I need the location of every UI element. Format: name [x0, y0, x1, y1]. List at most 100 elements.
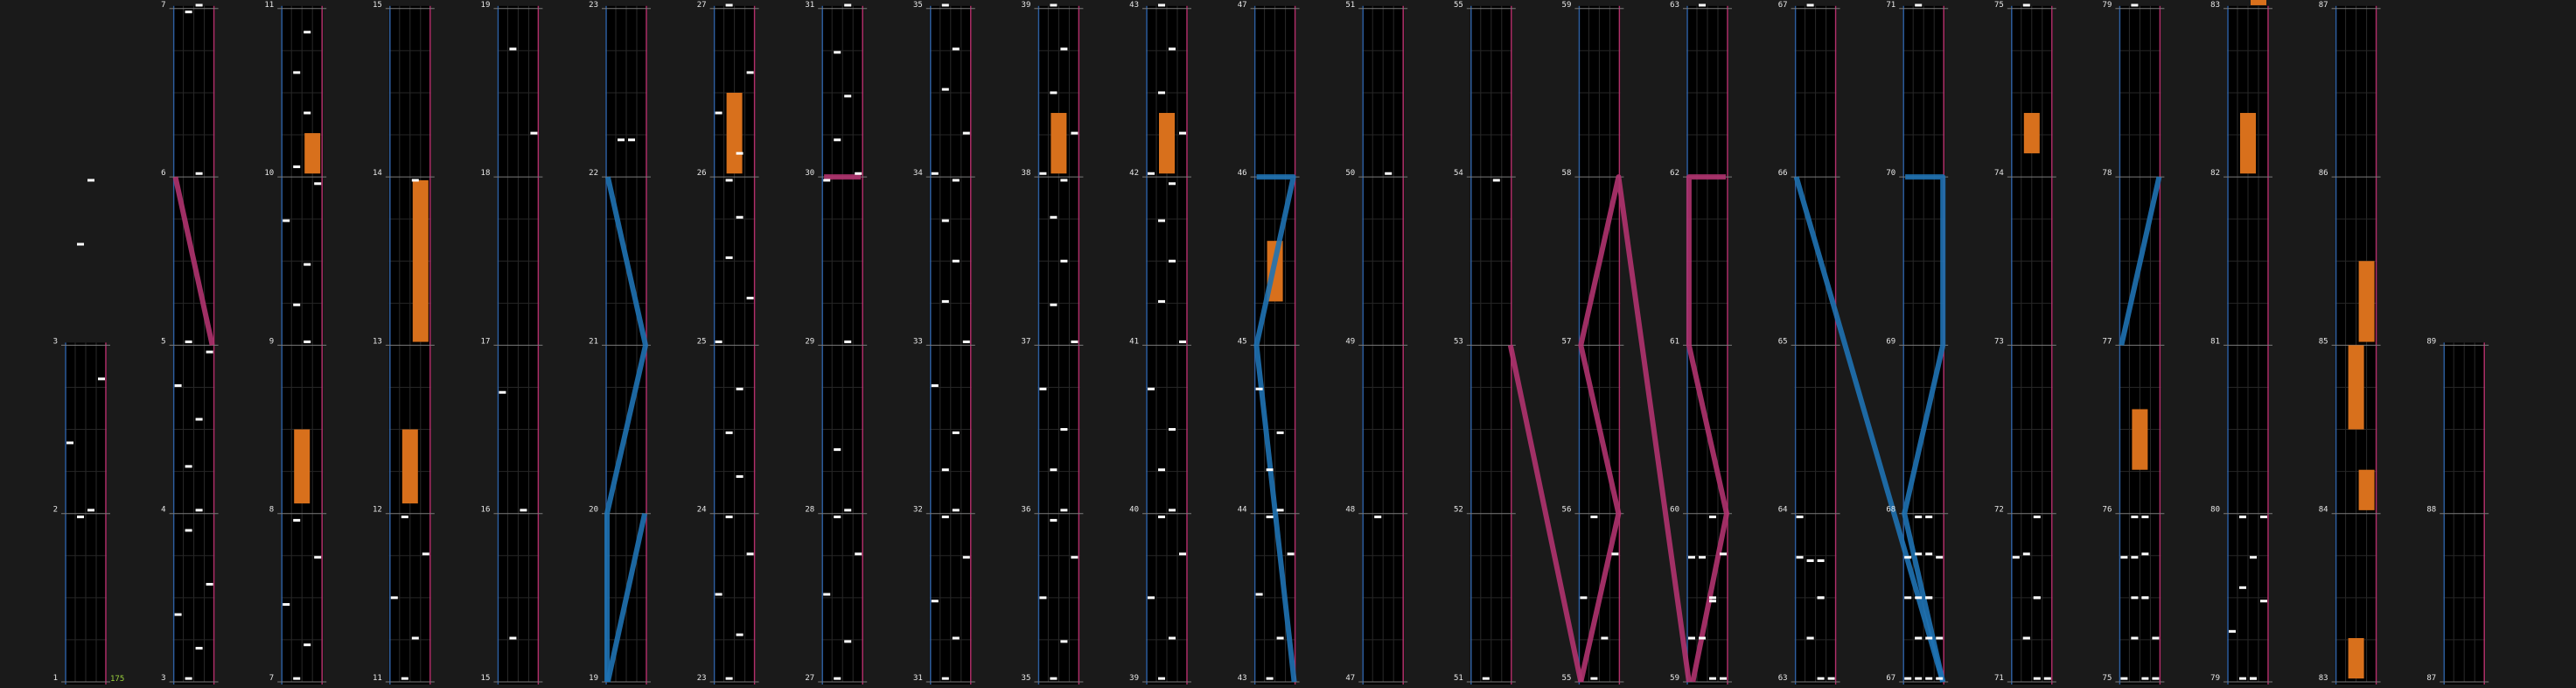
chip-note: [1148, 596, 1155, 600]
measure-number: 86: [2319, 169, 2328, 178]
chip-note: [746, 71, 754, 74]
chip-note: [195, 647, 203, 650]
measure-number: 31: [913, 674, 923, 683]
measure-number: 29: [805, 337, 814, 346]
measure-number: 81: [2210, 337, 2220, 346]
chip-note: [952, 47, 960, 51]
measure-number: 59: [1670, 674, 1679, 683]
chip-note: [293, 165, 301, 169]
measure-number: 67: [1778, 1, 1788, 10]
chip-note: [1179, 552, 1186, 556]
chip-note: [2022, 4, 2030, 7]
chip-note: [77, 242, 84, 246]
chip-note: [952, 179, 960, 182]
hold-note: [1159, 113, 1175, 174]
measure-number: 69: [1886, 337, 1895, 346]
chip-note: [736, 215, 743, 219]
measure-number: 54: [1454, 169, 1463, 178]
chip-note: [293, 71, 301, 74]
chip-note: [195, 4, 203, 7]
measure-number: 31: [805, 1, 814, 10]
measure-number: 35: [1022, 674, 1031, 683]
measure-number: 61: [1670, 337, 1679, 346]
chip-note: [1936, 556, 1944, 559]
chip-note: [1611, 552, 1619, 556]
chip-note: [1590, 677, 1598, 680]
chip-note: [2012, 556, 2020, 559]
laser-right: [1578, 174, 1692, 683]
measure-number: 27: [805, 674, 814, 683]
chip-note: [931, 172, 939, 175]
chip-note: [1806, 4, 1814, 7]
measure-number: 23: [697, 674, 707, 683]
chip-note: [390, 596, 398, 600]
laser-left: [1253, 174, 1297, 683]
chip-note: [1925, 552, 1933, 556]
chip-note: [1796, 556, 1804, 559]
measure-number: 56: [1562, 506, 1572, 515]
measure-number: 22: [589, 169, 598, 178]
chip-note: [1060, 428, 1068, 432]
chip-note: [1699, 556, 1706, 559]
measure-number: 26: [697, 169, 707, 178]
chip-note: [1492, 179, 1500, 182]
chip-note: [1148, 387, 1155, 390]
hold-note: [2348, 638, 2364, 679]
measure-number: 63: [1778, 674, 1788, 683]
chip-note: [2141, 552, 2149, 556]
chip-note: [174, 613, 182, 616]
chip-note: [941, 468, 949, 472]
chip-note: [834, 677, 841, 680]
measure-number: 1: [53, 674, 58, 683]
columns-layer: [61, 5, 2489, 685]
chip-note: [952, 509, 960, 512]
hold-note: [2132, 409, 2148, 470]
chip-note: [206, 582, 213, 586]
chip-note: [1601, 636, 1609, 640]
chip-note: [1169, 182, 1176, 186]
measure-number: 27: [697, 1, 707, 10]
chip-note: [66, 441, 73, 445]
measure-number: 65: [1778, 337, 1788, 346]
hold-note: [2023, 113, 2040, 154]
measure-number: 76: [2103, 506, 2112, 515]
measure-number: 78: [2103, 169, 2112, 178]
chip-note: [293, 518, 301, 522]
chip-note: [509, 636, 517, 640]
measure-number: 50: [1345, 169, 1355, 178]
chip-note: [87, 179, 94, 182]
measure-number: 55: [1562, 674, 1572, 683]
chip-note: [77, 516, 84, 519]
chip-note: [823, 179, 831, 182]
chip-note: [2239, 516, 2246, 519]
measure-number: 52: [1454, 506, 1463, 515]
measure-number: 68: [1886, 506, 1895, 515]
laser-right: [1686, 174, 1729, 683]
chip-note: [185, 465, 192, 468]
chip-note: [1060, 47, 1068, 51]
measure-number: 39: [1022, 1, 1031, 10]
chip-note: [2152, 636, 2160, 640]
measure-number: 74: [1994, 169, 2004, 178]
measure-number: 9: [269, 337, 274, 346]
chip-note: [185, 11, 192, 14]
measure-number: 7: [269, 674, 274, 683]
measure-number: 11: [264, 1, 274, 10]
chip-note: [736, 387, 743, 390]
chip-note: [293, 677, 301, 680]
measure-number: 62: [1670, 169, 1679, 178]
chip-note: [1904, 556, 1912, 559]
chip-note: [304, 643, 311, 647]
hold-note: [2348, 345, 2364, 430]
chip-note: [1915, 552, 1923, 556]
chip-note: [2033, 677, 2041, 680]
chip-note: [1904, 677, 1912, 680]
chip-note: [1699, 4, 1706, 7]
measure-number: 73: [1994, 337, 2004, 346]
chip-note: [2043, 677, 2051, 680]
chip-note: [2120, 677, 2128, 680]
measure-number: 30: [805, 169, 814, 178]
measure-number: 25: [697, 337, 707, 346]
measure-number: 79: [2210, 674, 2220, 683]
chip-note: [725, 677, 733, 680]
